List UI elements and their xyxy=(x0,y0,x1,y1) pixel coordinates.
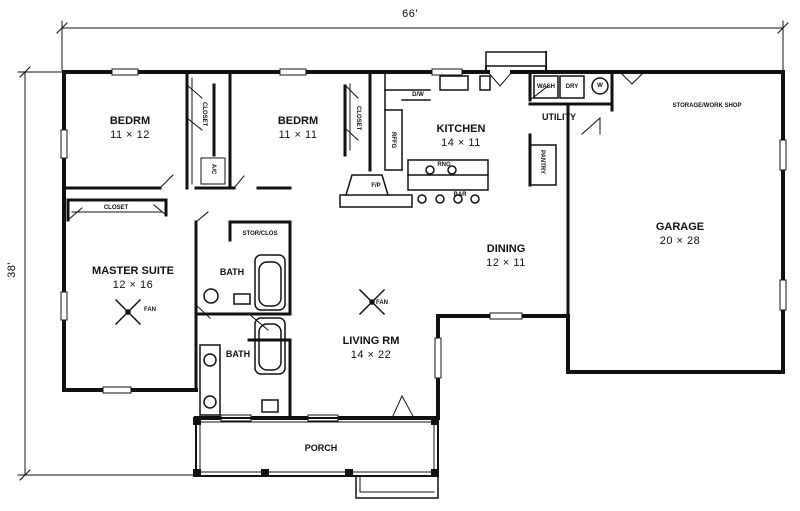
bedroom2-size: 11 × 11 xyxy=(278,129,318,141)
washer-label: WASH xyxy=(537,84,555,90)
bath1-label: BATH xyxy=(219,267,245,277)
overall-width: 66' xyxy=(402,8,418,20)
range-label: RNG xyxy=(437,162,451,168)
living-room-label: LIVING RM xyxy=(342,335,400,347)
kitchen-counters xyxy=(384,71,491,204)
living-ceiling-fan-icon xyxy=(358,288,386,316)
closet-rods xyxy=(71,77,351,213)
ac-label: A/C xyxy=(210,164,216,175)
master-suite-label: MASTER SUITE xyxy=(92,265,174,277)
bath-fixtures xyxy=(199,254,286,416)
bar-label: BAR xyxy=(453,192,467,198)
closet1-label: CLOSET xyxy=(201,102,207,127)
depth-dimension-line xyxy=(17,66,196,481)
fan-living-label: FAN xyxy=(376,300,388,306)
fireplace xyxy=(339,174,413,208)
pantry-label: PANTRY xyxy=(539,150,545,174)
dryer-label: DRY xyxy=(565,84,579,90)
bedroom2-label: BEDRM xyxy=(277,115,319,127)
bedroom1-label: BEDRM xyxy=(109,115,151,127)
garage-label: GARAGE xyxy=(655,221,705,233)
door-swings xyxy=(67,71,645,419)
interior-walls xyxy=(62,70,614,420)
dining-size: 12 × 11 xyxy=(486,257,526,269)
kitchen-size: 14 × 11 xyxy=(441,137,481,149)
overall-depth: 38' xyxy=(6,262,18,278)
stor-clos-label: STOR/CLOS xyxy=(242,231,278,237)
width-dimension-line xyxy=(56,20,789,71)
kitchen-label: KITCHEN xyxy=(436,123,486,135)
living-room-size: 14 × 22 xyxy=(350,349,392,361)
closet2-label: CLOSET xyxy=(355,106,361,131)
water-heater-label: W xyxy=(597,83,603,89)
bath2-label: BATH xyxy=(225,349,251,359)
storage-label: STORAGE/WORK SHOP xyxy=(672,103,742,109)
garage-size: 20 × 28 xyxy=(659,235,701,247)
porch-outline xyxy=(193,417,439,499)
fan-master-label: FAN xyxy=(144,307,156,313)
dining-label: DINING xyxy=(486,243,526,255)
bedroom1-size: 11 × 12 xyxy=(110,129,150,141)
fireplace-label: F/P xyxy=(371,183,381,189)
porch-label: PORCH xyxy=(304,443,338,453)
utility-appliances xyxy=(529,75,609,186)
refrigerator-label: RFFG xyxy=(390,132,396,149)
master-suite-size: 12 × 16 xyxy=(112,279,154,291)
master-ceiling-fan-icon xyxy=(114,298,142,326)
utility-label: UTILITY xyxy=(542,112,576,122)
dw-label: D/W xyxy=(412,92,424,98)
closet-master-label: CLOSET xyxy=(103,205,129,211)
